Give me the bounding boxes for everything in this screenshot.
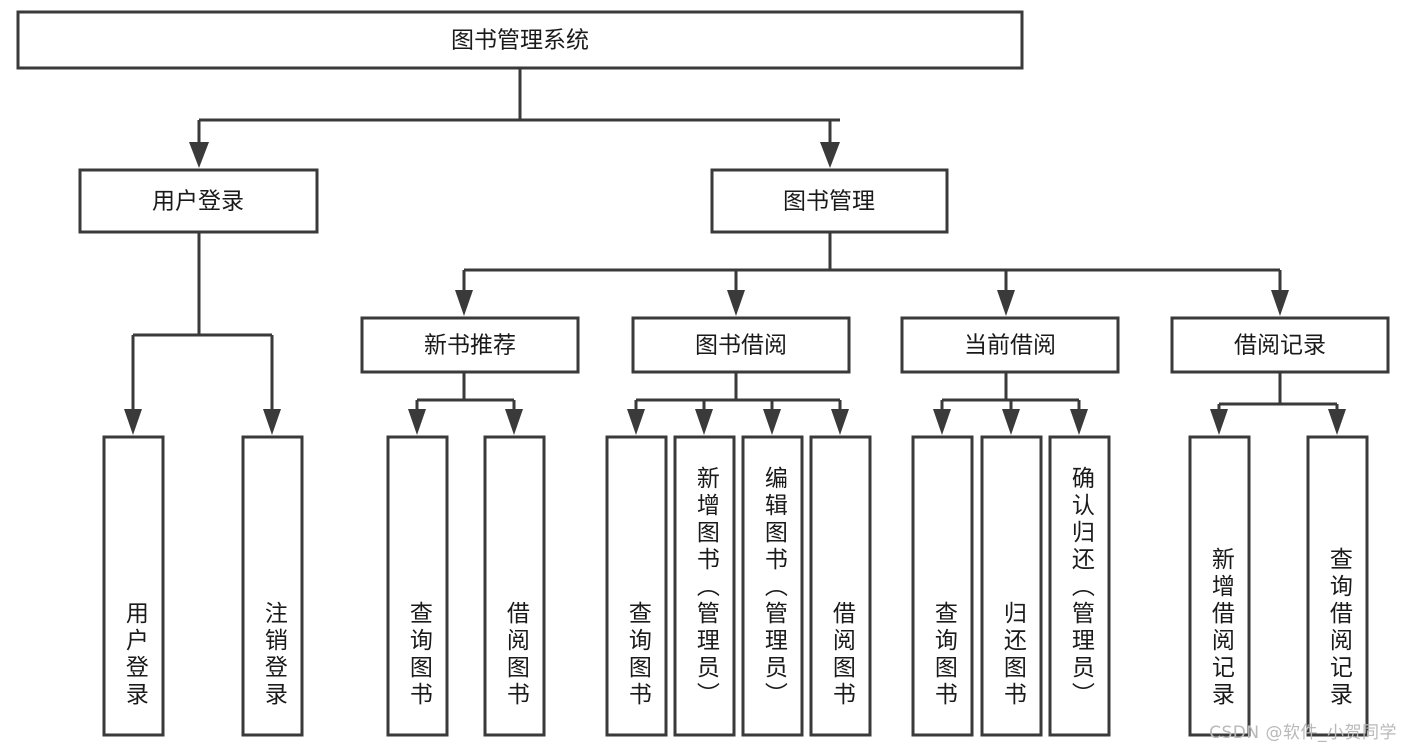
node-leaf-query-book-cb[interactable] <box>911 435 974 737</box>
node-current-borrow-box[interactable] <box>900 316 1120 374</box>
node-book-manage-box[interactable] <box>710 168 949 234</box>
node-new-book-rec[interactable]: 新书推荐 <box>360 316 580 374</box>
arrow-head-new-book-rec <box>455 290 473 316</box>
node-leaf-confirm-return-admin[interactable] <box>1048 435 1111 737</box>
node-leaf-query-book-rec-box[interactable] <box>386 435 449 737</box>
node-user-login-box[interactable] <box>78 168 319 234</box>
node-book-borrow-box[interactable] <box>631 316 851 374</box>
connector-group-root <box>189 68 840 168</box>
node-leaf-query-book-rec[interactable] <box>386 435 449 737</box>
arrow-head-borrow-record <box>1271 290 1289 316</box>
node-leaf-return-book-box[interactable] <box>980 435 1043 737</box>
node-root-box[interactable] <box>16 10 1024 70</box>
arrow-head-leaf-return-book <box>1002 409 1020 435</box>
node-leaf-return-book[interactable] <box>980 435 1043 737</box>
node-book-manage-label: 图书管理 <box>783 189 875 215</box>
arrow-head-leaf-edit-book-admin <box>763 409 781 435</box>
node-leaf-confirm-return-admin-box[interactable] <box>1048 435 1111 737</box>
arrow-head-leaf-query-book-bb <box>627 409 645 435</box>
node-leaf-query-book-cb-box[interactable] <box>911 435 974 737</box>
node-leaf-borrow-book-rec-box[interactable] <box>483 435 546 737</box>
connector-group-user-login <box>124 232 281 435</box>
node-leaf-add-book-admin-box[interactable] <box>673 435 736 737</box>
node-book-borrow-label: 图书借阅 <box>695 333 787 359</box>
node-leaf-query-book-bb[interactable] <box>605 435 668 737</box>
node-leaf-logout-box[interactable] <box>241 435 304 737</box>
node-leaf-logout[interactable] <box>241 435 304 737</box>
node-leaf-borrow-book-bb[interactable] <box>809 435 872 737</box>
node-leaf-edit-book-admin-box[interactable] <box>741 435 804 737</box>
arrow-head-leaf-add-book-admin <box>695 409 713 435</box>
node-book-manage[interactable]: 图书管理 <box>710 168 949 234</box>
node-borrow-record-box[interactable] <box>1170 316 1390 374</box>
node-user-login-label: 用户登录 <box>152 189 244 215</box>
arrow-head-book-manage <box>820 142 840 168</box>
arrow-head-user-login <box>189 142 209 168</box>
connector-group-new-book-rec <box>408 372 523 435</box>
node-new-book-rec-label: 新书推荐 <box>424 333 516 359</box>
arrow-head-leaf-borrow-book-rec <box>505 409 523 435</box>
arrow-head-leaf-query-record <box>1328 409 1346 435</box>
node-leaf-user-login[interactable] <box>102 435 165 737</box>
arrow-head-leaf-query-book-rec <box>408 409 426 435</box>
arrow-head-leaf-logout <box>263 409 281 435</box>
arrow-head-leaf-user-login <box>124 409 142 435</box>
arrow-head-leaf-query-book-cb <box>933 409 951 435</box>
arrow-head-leaf-confirm-return-admin <box>1070 409 1088 435</box>
node-new-book-rec-box[interactable] <box>360 316 580 374</box>
arrow-head-current-borrow <box>997 290 1015 316</box>
node-leaf-borrow-book-bb-box[interactable] <box>809 435 872 737</box>
connector-group-borrow-record <box>1210 372 1346 435</box>
arrow-head-book-borrow <box>727 290 745 316</box>
node-borrow-record-label: 借阅记录 <box>1234 333 1326 359</box>
connector-group-book-manage <box>455 232 1289 316</box>
connector-group-book-borrow <box>627 372 849 435</box>
arrow-head-leaf-add-record <box>1210 409 1228 435</box>
node-user-login[interactable]: 用户登录 <box>78 168 319 234</box>
arrow-head-leaf-borrow-book-bb <box>831 409 849 435</box>
connector-group-current-borrow <box>933 372 1088 435</box>
node-root-label: 图书管理系统 <box>451 28 589 54</box>
node-leaf-borrow-book-rec[interactable] <box>483 435 546 737</box>
node-book-borrow[interactable]: 图书借阅 <box>631 316 851 374</box>
node-root[interactable]: 图书管理系统 <box>16 10 1024 70</box>
node-leaf-add-record-box[interactable] <box>1188 435 1251 737</box>
node-current-borrow[interactable]: 当前借阅 <box>900 316 1120 374</box>
node-leaf-query-book-bb-box[interactable] <box>605 435 668 737</box>
node-leaf-query-record[interactable] <box>1306 435 1369 737</box>
node-leaf-add-book-admin[interactable] <box>673 435 736 737</box>
node-leaf-edit-book-admin[interactable] <box>741 435 804 737</box>
node-leaf-user-login-box[interactable] <box>102 435 165 737</box>
node-leaf-add-record[interactable] <box>1188 435 1251 737</box>
node-leaf-query-record-box[interactable] <box>1306 435 1369 737</box>
node-current-borrow-label: 当前借阅 <box>964 333 1056 359</box>
node-borrow-record[interactable]: 借阅记录 <box>1170 316 1390 374</box>
